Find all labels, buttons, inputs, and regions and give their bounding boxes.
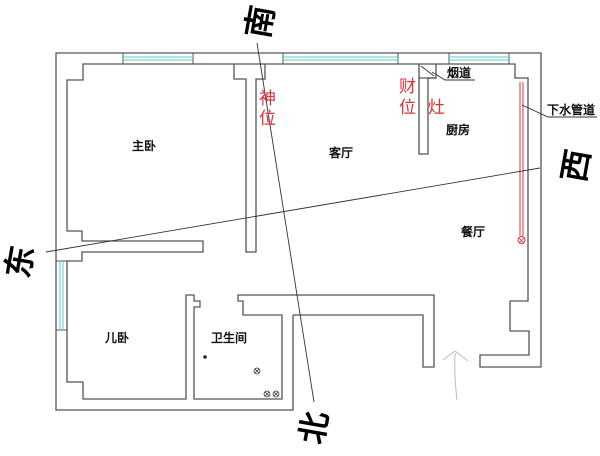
walls — [55, 52, 542, 411]
window-left — [55, 260, 68, 331]
drain-symbol-icon — [253, 367, 280, 398]
entrance-arrow-icon — [442, 350, 469, 401]
bathroom-fixtures — [203, 355, 280, 398]
window-top-right — [448, 52, 510, 65]
north-south-axis — [256, 42, 315, 403]
shrine-position-label-1: 神 — [259, 89, 276, 109]
room-bathroom: 卫生间 — [211, 330, 247, 345]
shrine-position-label-2: 位 — [259, 109, 276, 129]
floor-drain-icon — [203, 355, 207, 359]
flue-label: 烟道 — [447, 65, 471, 80]
drain-leader — [521, 104, 597, 118]
stove-label: 灶 — [428, 98, 445, 118]
drain-pipe — [517, 82, 526, 244]
direction-south: 南 — [239, 3, 282, 41]
room-dining-room: 餐厅 — [461, 224, 485, 239]
room-living-room: 客厅 — [328, 145, 353, 160]
direction-west: 西 — [555, 147, 598, 185]
room-kitchen: 厨房 — [446, 122, 470, 137]
direction-east: 东 — [0, 243, 42, 281]
drain-pipe-label: 下水管道 — [547, 102, 595, 117]
direction-north: 北 — [293, 409, 336, 447]
flue-leader — [431, 71, 475, 81]
wealth-position-label-1: 财 — [399, 77, 416, 97]
room-kids-bedroom: 儿卧 — [104, 331, 129, 345]
window-top-left — [122, 52, 194, 65]
east-west-axis — [45, 167, 541, 253]
window-top-middle — [282, 52, 399, 65]
wealth-position-label-2: 位 — [399, 98, 416, 118]
room-master-bedroom: 主卧 — [132, 138, 156, 153]
windows — [55, 52, 510, 331]
